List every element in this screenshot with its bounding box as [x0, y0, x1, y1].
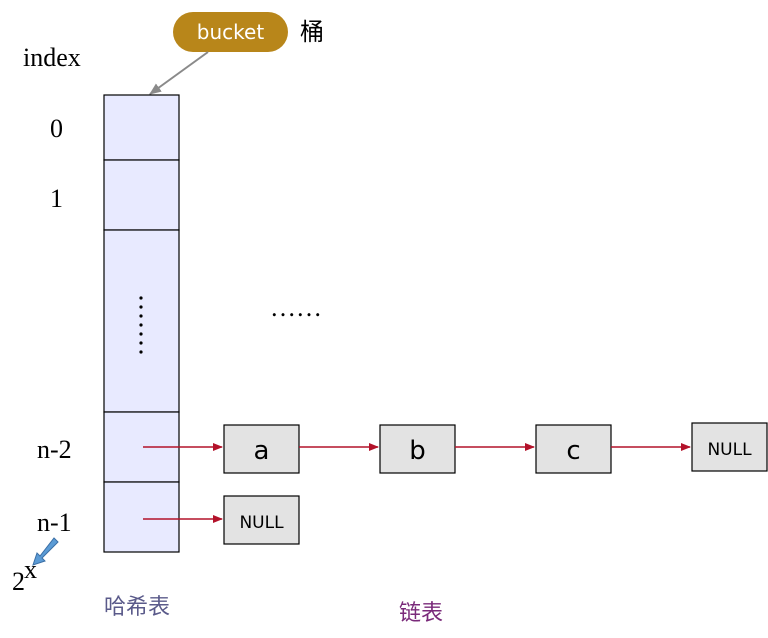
- linked-list-row-n-2: a b c NULL: [143, 422, 768, 474]
- bucket-callout: bucket 桶: [149, 12, 324, 95]
- node-b-label: b: [409, 436, 426, 466]
- node-a: [223, 424, 300, 474]
- node-b: [379, 424, 456, 474]
- node-a-label: a: [254, 436, 270, 466]
- bucket-pill-label: bucket: [197, 20, 265, 44]
- node-null-n-1-label: NULL: [239, 513, 284, 533]
- caption-hash-table: 哈希表: [104, 595, 170, 620]
- bucket-cell-middle: [103, 229, 180, 413]
- index-label-0: 0: [50, 114, 63, 143]
- bucket-pointer-arrow: [149, 51, 209, 95]
- index-header: index: [23, 43, 81, 72]
- caption-linked-list: 链表: [399, 601, 443, 626]
- bucket-pill: [173, 12, 288, 52]
- index-label-1: 1: [50, 184, 63, 213]
- index-label-n-2: n-2: [37, 435, 72, 464]
- list-ellipsis: ……: [270, 293, 322, 322]
- bucket-cell-0: [103, 94, 180, 161]
- size-annotation: 2 x: [12, 537, 59, 596]
- blue-arrow-icon: [32, 537, 59, 566]
- power-base: 2: [12, 567, 25, 596]
- bucket-cell-1: [103, 159, 180, 231]
- node-null-n-1: [223, 495, 300, 545]
- linked-list-row-n-1: NULL: [143, 495, 300, 545]
- bucket-ellipsis-vertical: [139, 296, 143, 354]
- power-exponent: x: [24, 555, 37, 584]
- bucket-cell-n-1: [103, 481, 180, 553]
- node-null-n-2: [691, 422, 768, 472]
- node-c-label: c: [566, 436, 580, 466]
- bucket-array: [103, 94, 180, 553]
- bucket-cn-label: 桶: [300, 18, 324, 46]
- node-null-n-2-label: NULL: [707, 440, 752, 460]
- node-c: [535, 424, 612, 474]
- index-label-n-1: n-1: [37, 508, 72, 537]
